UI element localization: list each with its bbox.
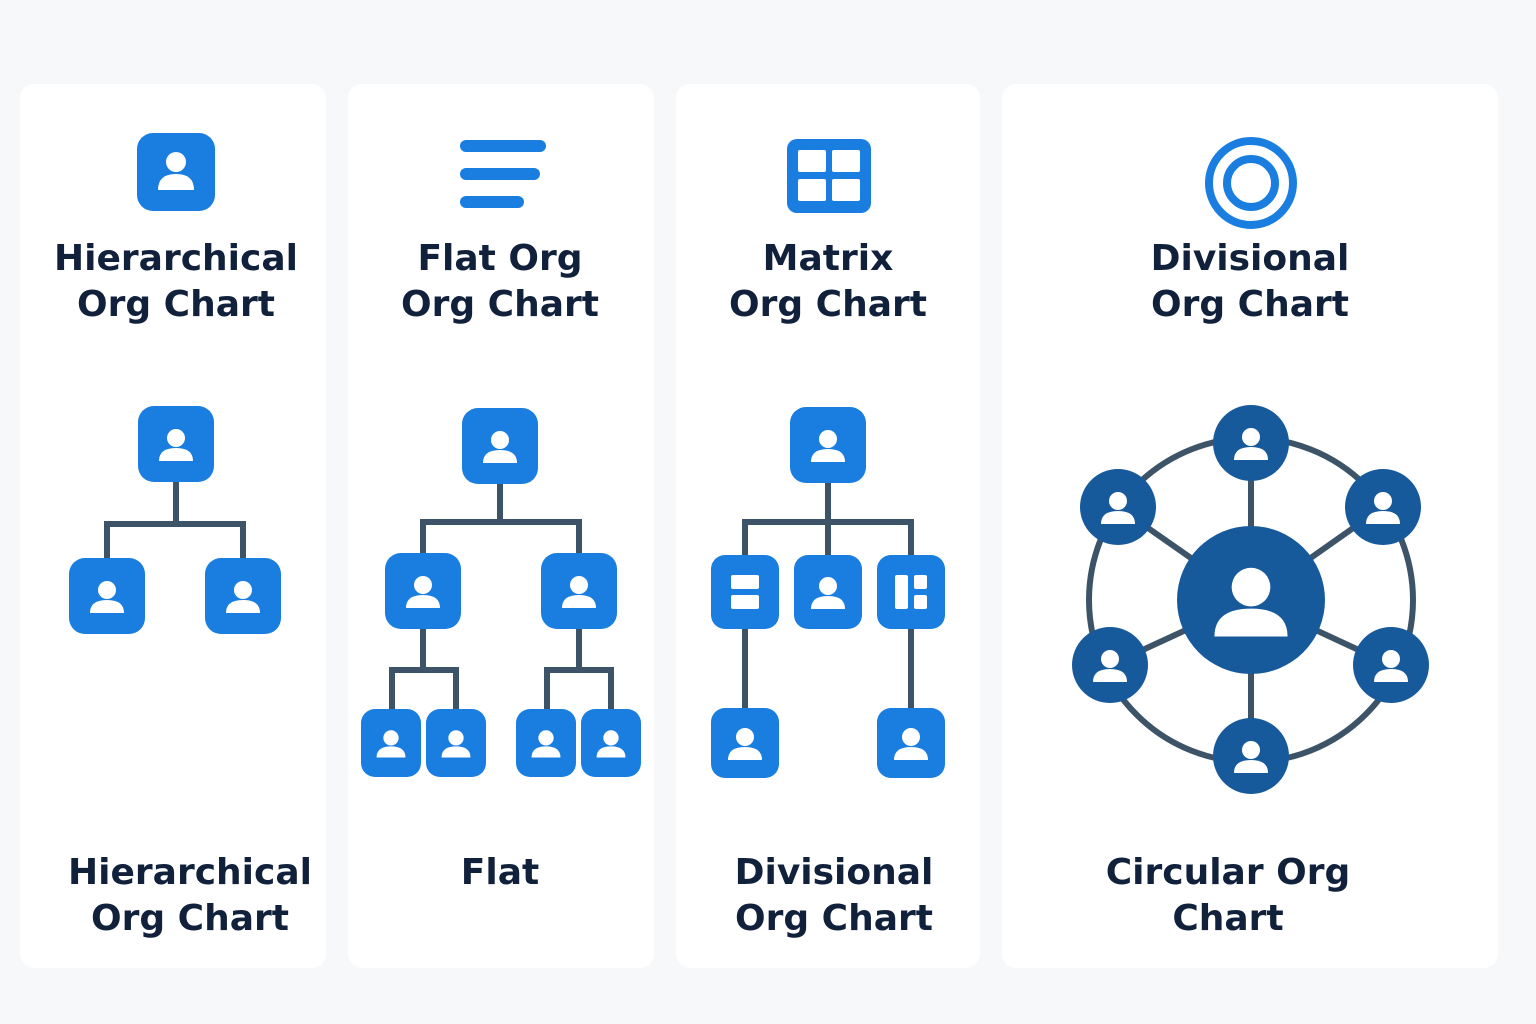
title-hierarchical: Hierarchical Org Chart: [26, 236, 326, 336]
node: [516, 709, 576, 777]
title-line: Matrix: [762, 238, 894, 279]
node: [541, 553, 617, 629]
node: [1345, 469, 1421, 545]
node: [1213, 718, 1289, 794]
caption-flat: Flat: [350, 850, 650, 950]
title-line: Flat Org: [417, 238, 583, 279]
node: [1353, 627, 1429, 703]
matrix-diagram: [711, 407, 945, 778]
hierarchical-diagram: [69, 406, 281, 634]
circular-diagram: [1072, 405, 1429, 794]
caption-matrix: Divisional Org Chart: [684, 850, 984, 950]
title-line: Org Chart: [1151, 284, 1349, 325]
title-line: Org Chart: [729, 284, 927, 325]
title-divisional: Divisional Org Chart: [1100, 236, 1400, 336]
node: [1213, 405, 1289, 481]
title-matrix: Matrix Org Chart: [678, 236, 978, 336]
node: [361, 709, 421, 777]
node: [711, 708, 779, 778]
grid-node: [711, 555, 779, 629]
center-node: [1177, 526, 1325, 674]
node: [790, 407, 866, 483]
title-line: Org Chart: [77, 284, 275, 325]
connectors: [389, 484, 614, 712]
caption-line: Divisional: [734, 852, 934, 893]
caption-line: Flat: [460, 852, 540, 893]
lines-icon: [460, 140, 546, 208]
caption-circular: Circular Org Chart: [1078, 850, 1378, 950]
node: [462, 408, 538, 484]
node: [581, 709, 641, 777]
caption-line: Org Chart: [91, 898, 289, 939]
caption-line: Circular Org: [1105, 852, 1351, 893]
node: [426, 709, 486, 777]
grid-icon: [787, 139, 871, 213]
node: [69, 558, 145, 634]
caption-line: Chart: [1172, 898, 1284, 939]
title-flat: Flat Org Org Chart: [350, 236, 650, 336]
node: [1072, 627, 1148, 703]
caption-line: Hierarchical: [68, 852, 312, 893]
user-square-icon: [137, 133, 215, 211]
caption-hierarchical: Hierarchical Org Chart: [40, 850, 340, 950]
connectors: [104, 480, 246, 560]
title-line: Hierarchical: [54, 238, 298, 279]
ring-icon: [1205, 137, 1297, 229]
panel-flat: [348, 84, 654, 968]
node: [205, 558, 281, 634]
title-line: Divisional: [1150, 238, 1350, 279]
grid-node: [877, 555, 945, 629]
node: [877, 708, 945, 778]
node: [385, 553, 461, 629]
node: [794, 555, 862, 629]
title-line: Org Chart: [401, 284, 599, 325]
node: [138, 406, 214, 482]
flat-diagram: [361, 408, 641, 777]
connectors: [742, 482, 914, 710]
caption-line: Org Chart: [735, 898, 933, 939]
node: [1080, 469, 1156, 545]
